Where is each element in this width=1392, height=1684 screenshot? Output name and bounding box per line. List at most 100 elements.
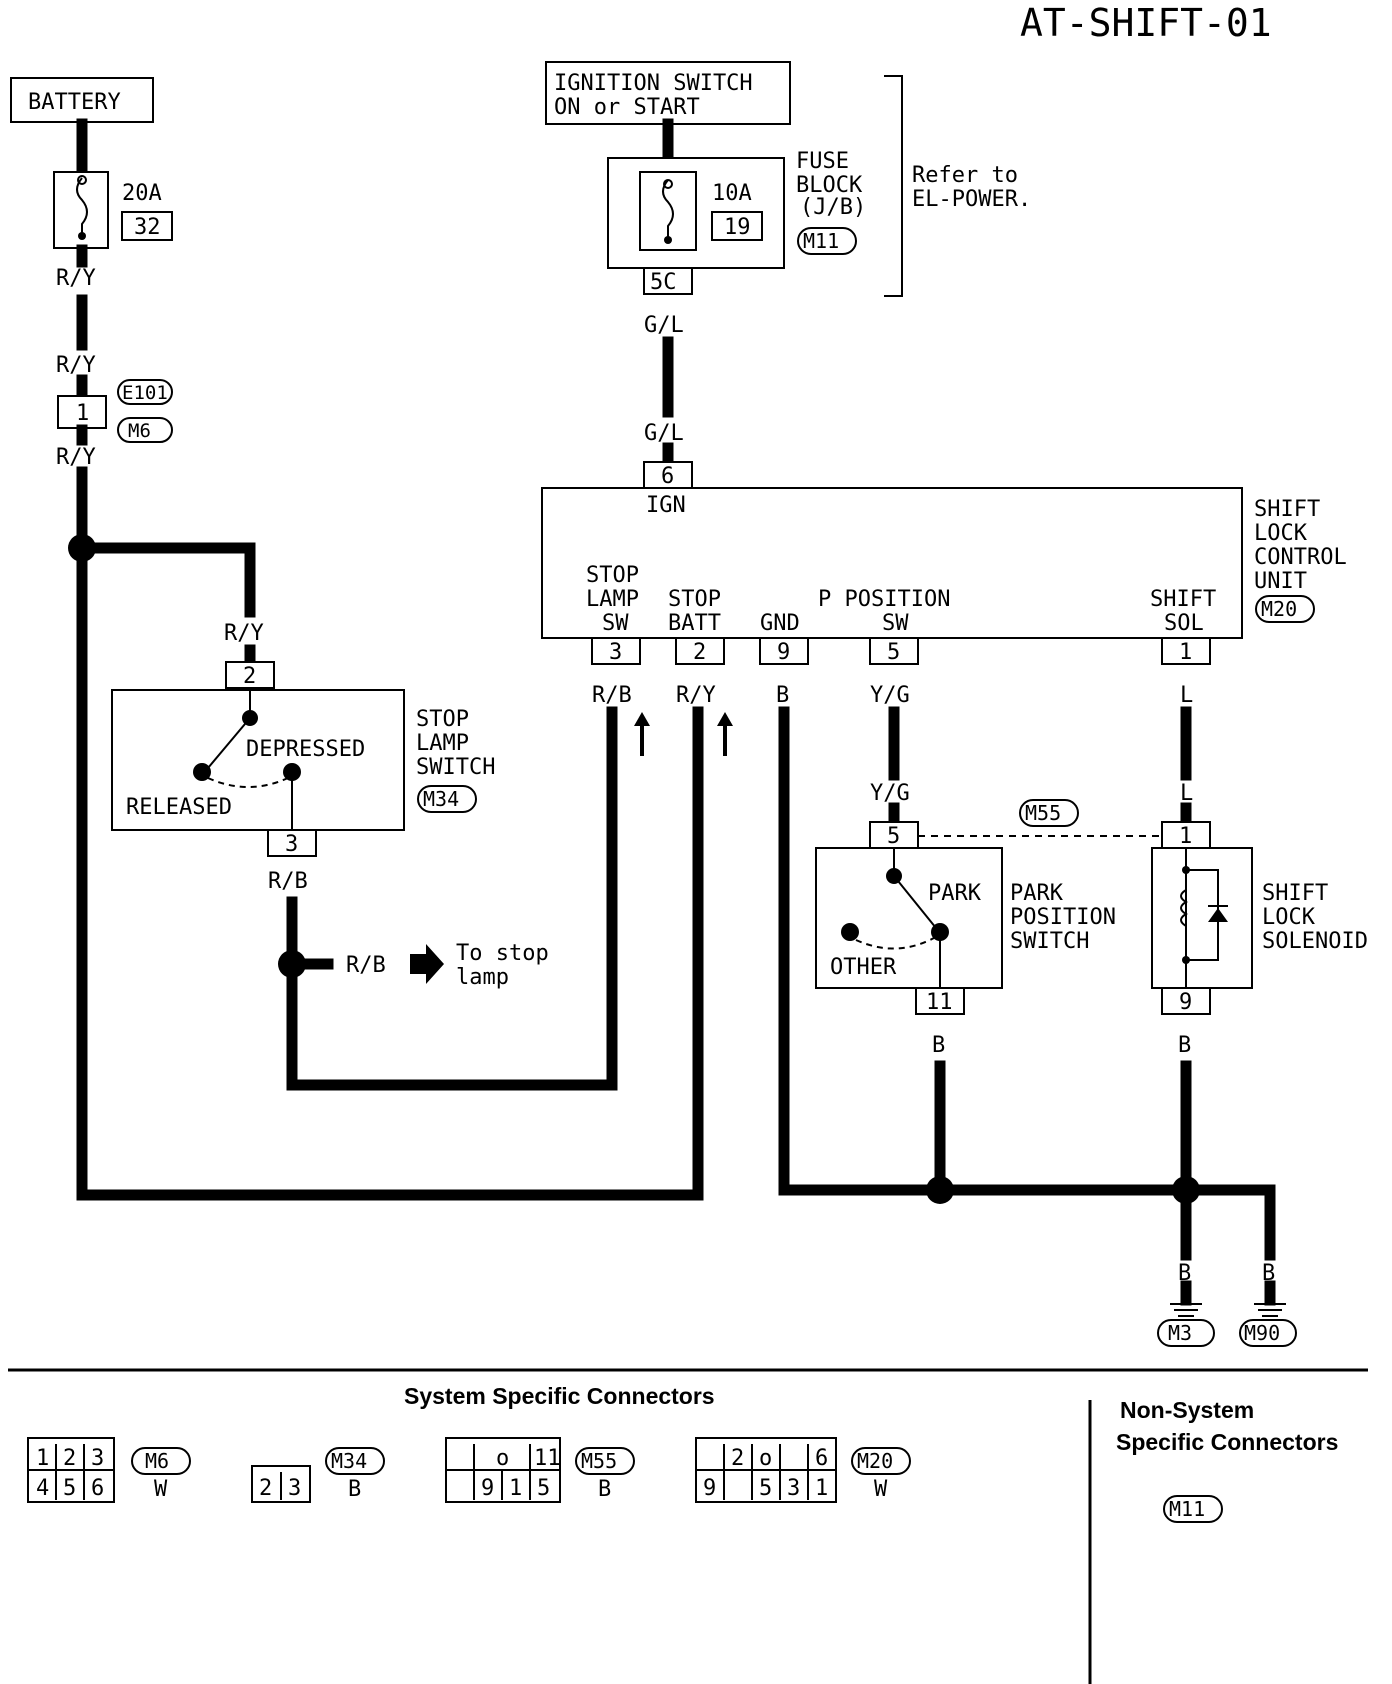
cu-pin-1-label: 1 [1179,640,1192,665]
solenoid-name1: SHIFT [1262,881,1328,906]
fuse-block-line3: (J/B) [800,195,866,220]
svg-text:o: o [759,1446,772,1471]
fuse-block-line2: BLOCK [796,173,863,198]
park-pin-11 [915,987,965,1015]
conn-face-m55-color: B [598,1477,611,1502]
svg-text:9: 9 [703,1476,716,1501]
diagram-title: AT-SHIFT-01 [1020,1,1272,45]
ignition-line1: IGNITION SWITCH [554,71,753,96]
wire-label-ry-1: R/Y [56,266,96,291]
ground-icon-2 [1254,1280,1286,1317]
cu-name1: SHIFT [1254,497,1320,522]
conn-face-m20-tag [851,1447,911,1475]
stop-switch-pin3-label: 3 [285,832,298,857]
svg-text:2: 2 [731,1446,744,1471]
wire-label-ry-2: R/Y [56,353,96,378]
ignition-line2: ON or START [554,95,700,120]
battery-label: BATTERY [28,90,121,115]
ground-icon [1170,1280,1202,1317]
svg-text:o: o [496,1446,509,1471]
cu-name2: LOCK [1254,521,1308,546]
wire-label-l-1: L [1180,683,1193,708]
stop-switch-pin2 [225,661,275,689]
conn-face-m34-name: M34 [331,1449,367,1473]
battery-box [10,77,154,123]
cu-pin-5 [869,637,919,665]
refer-line1: Refer to [912,163,1018,188]
cu-t4-a: P POSITION [818,587,950,612]
svg-text:5: 5 [63,1476,76,1501]
other-label: OTHER [830,955,897,980]
wire-label-b-2: B [932,1033,945,1058]
svg-text:9: 9 [481,1476,494,1501]
connector-face-m20: 2 o 6 9 5 3 1 [695,1437,837,1503]
non-system-title1: Non-System [1120,1397,1254,1423]
stop-switch-released: RELEASED [126,795,232,820]
wire-label-b-1: B [776,683,789,708]
conn-m11 [797,227,857,255]
cu-pin-2-label: 2 [693,640,706,665]
conn-face-m6-name: M6 [145,1449,169,1473]
fuse-amps-label: 20A [122,181,162,206]
wire-label-yg-1: Y/G [870,683,910,708]
sol-pin-9-label: 9 [1179,990,1192,1015]
wire-label-yg-2: Y/G [870,781,910,806]
cu-pin-2 [675,637,725,665]
park-position-switch-box [815,847,1003,989]
svg-text:6: 6 [91,1476,104,1501]
conn-m11-label: M11 [803,229,839,253]
sol-pin-1-label: 1 [1179,824,1192,849]
conn-m55-label: M55 [1025,801,1061,825]
fuse-19-box [711,211,763,241]
svg-text:2: 2 [63,1446,76,1471]
pin-6-label: 6 [661,464,674,489]
conn-m20 [1255,595,1315,623]
conn-face-m20-color: W [874,1477,888,1502]
shift-lock-solenoid-box [1151,847,1253,989]
to-stop-lamp-1: To stop [456,941,549,966]
cu-name4: UNIT [1254,569,1307,594]
cu-t2-a: STOP [668,587,721,612]
solenoid-name3: SOLENOID [1262,929,1368,954]
conn-m34-label: M34 [423,787,459,811]
arrow-right-icon [410,944,444,984]
wire-label-b-4: B [1178,1261,1191,1286]
conn-e101 [117,379,173,405]
park-pin-5-label: 5 [887,824,900,849]
cu-t1-c: SW [602,611,629,636]
non-system-conn-m11 [1163,1495,1223,1523]
stop-switch-pin3 [267,829,317,857]
wire-label-gl-2: G/L [644,421,684,446]
to-stop-lamp-2: lamp [456,965,509,990]
joint-pin: 1 [76,401,89,426]
stop-lamp-switch-box [111,689,405,831]
stop-switch-name1: STOP [416,707,469,732]
system-connectors-title: System Specific Connectors [404,1383,715,1409]
splice-stop-lamp [278,950,306,978]
cu-pin-5-label: 5 [887,640,900,665]
arrow-up-icon-2 [717,712,733,756]
wire-label-rb-3: R/B [592,683,632,708]
svg-text:3: 3 [91,1446,104,1471]
non-system-title2: Specific Connectors [1116,1429,1338,1455]
cu-t4-b: SW [882,611,909,636]
stop-switch-depressed: DEPRESSED [246,737,365,762]
conn-face-m55-tag [575,1447,635,1475]
fuse-10a-amps: 10A [712,181,752,206]
cu-t2-b: BATT [668,611,721,636]
cu-pin-9 [759,637,809,665]
park-switch-name2: POSITION [1010,905,1116,930]
wire-label-rb-2: R/B [346,953,386,978]
cu-t1-b: LAMP [586,587,639,612]
connector-face-m55: o 11 9 1 5 [445,1437,561,1503]
cu-name3: CONTROL [1254,545,1347,570]
conn-face-m6-tag [131,1447,191,1475]
svg-text:1: 1 [815,1476,828,1501]
ignition-switch-box [545,61,791,125]
wire-label-ry-3: R/Y [56,445,96,470]
stop-switch-name2: LAMP [416,731,469,756]
conn-face-m20-name: M20 [857,1449,893,1473]
stop-switch-pin2-label: 2 [243,664,256,689]
wire-label-rb-1: R/B [268,869,308,894]
